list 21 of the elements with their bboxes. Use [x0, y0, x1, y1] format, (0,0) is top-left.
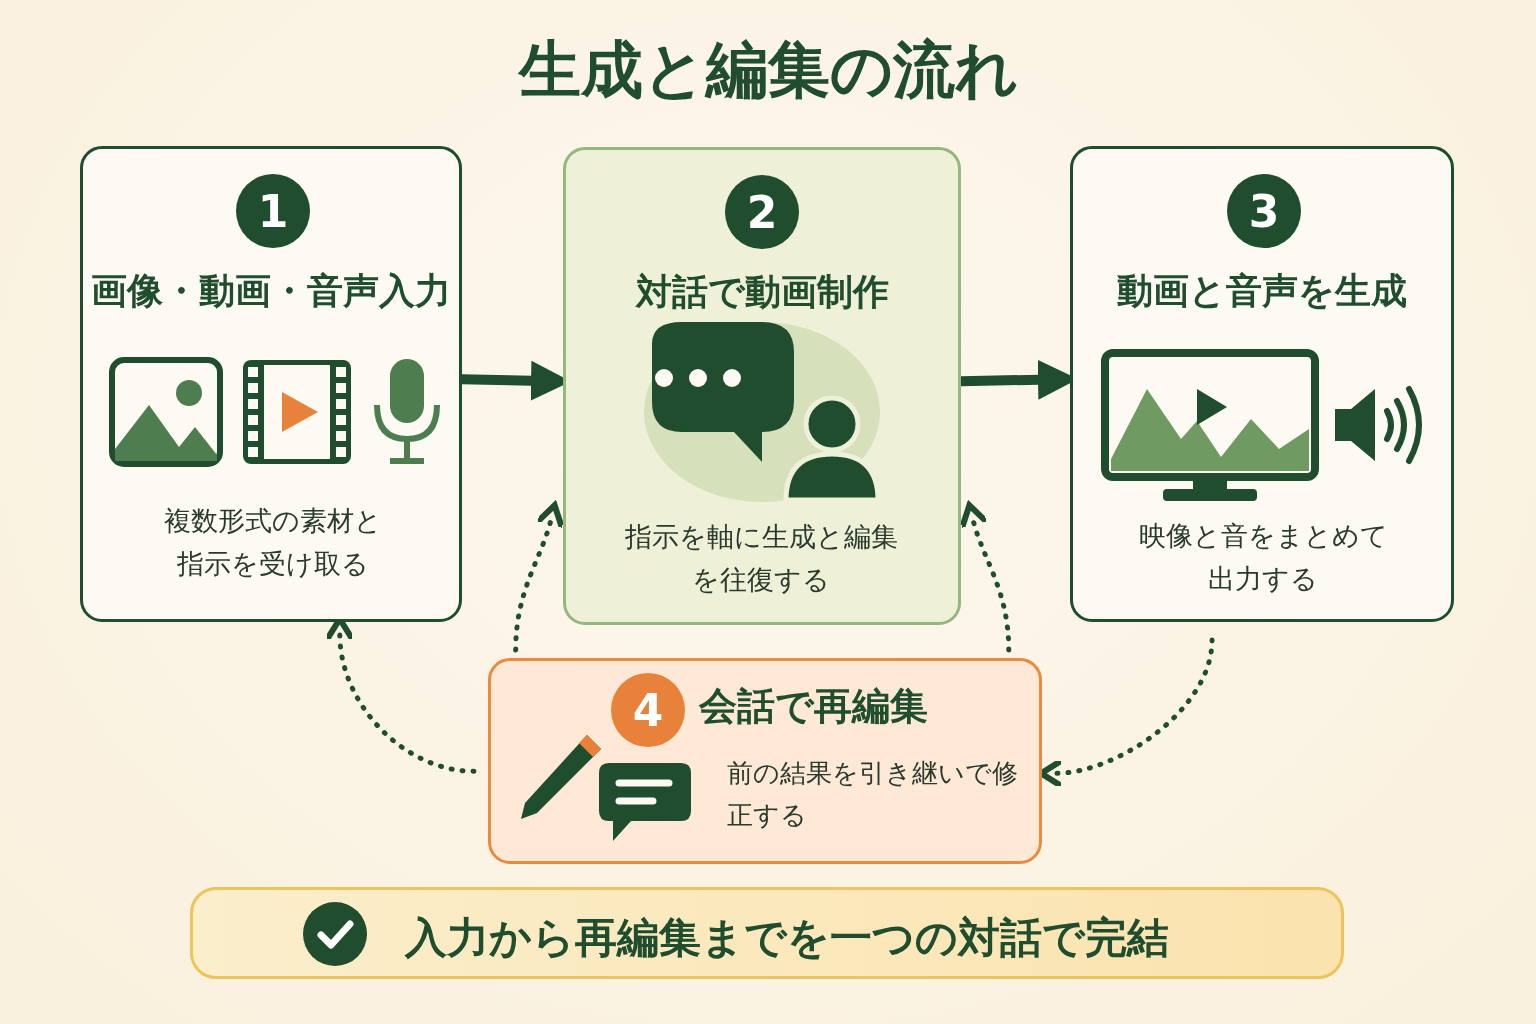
- step-description: 複数形式の素材と指示を受け取る: [163, 504, 383, 582]
- step-card: [563, 147, 961, 625]
- step-number: 3: [1227, 174, 1301, 248]
- step-description: 前の結果を引き継いで修正する: [727, 757, 1019, 832]
- dotted-arrow: [959, 502, 1012, 653]
- step-card: [1070, 146, 1454, 622]
- step-heading: 対話で動画制作: [634, 270, 890, 314]
- step-number: 2: [725, 175, 799, 249]
- summary-text: 入力から再編集までを一つの対話で完結: [405, 912, 1169, 964]
- step-description: 映像と音をまとめて出力する: [1137, 519, 1389, 597]
- step-heading: 画像・動画・音声入力: [90, 269, 452, 313]
- summary-banner: [190, 887, 1344, 979]
- step-number: 4: [611, 673, 685, 747]
- step-heading: 動画と音声を生成: [1116, 269, 1408, 313]
- step-card: [488, 658, 1042, 864]
- step-heading: 会話で再編集: [699, 683, 929, 730]
- title: 生成と編集の流れ: [517, 32, 1019, 108]
- dotted-arrow: [513, 502, 565, 653]
- step-description: 指示を軸に生成と編集を往復する: [623, 520, 899, 598]
- step-number: 1: [236, 174, 310, 248]
- step-card: [80, 146, 462, 622]
